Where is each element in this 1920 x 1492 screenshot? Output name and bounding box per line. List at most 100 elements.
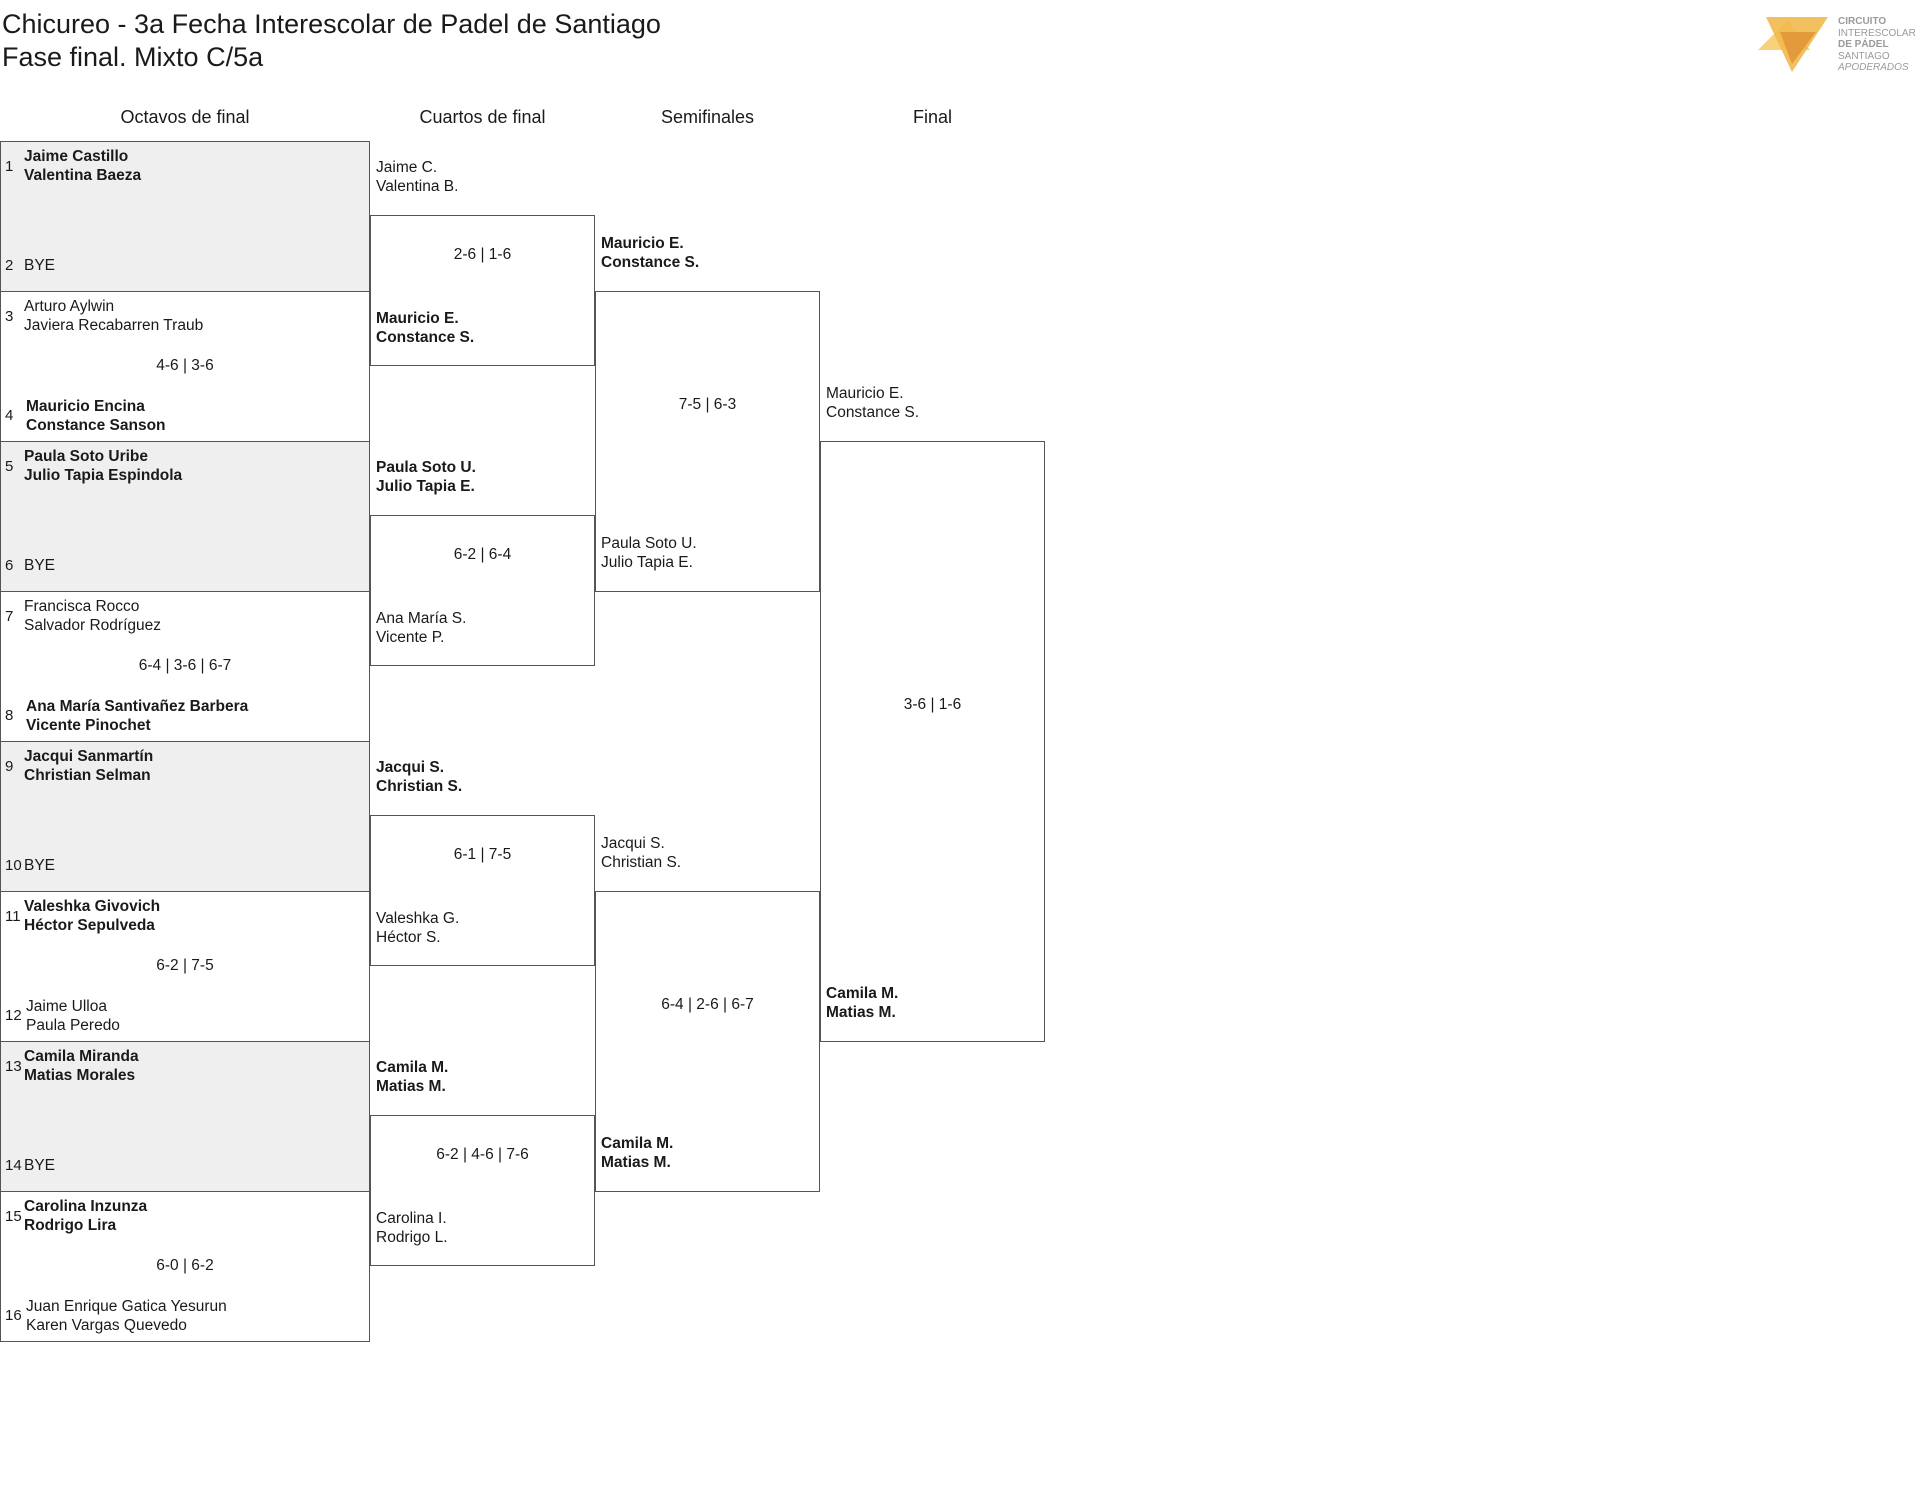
player-name: Paula Peredo — [26, 1017, 120, 1034]
match-box-semifinal — [595, 891, 820, 1192]
team-b: Mauricio E. Constance S. — [376, 309, 474, 347]
page-subtitle: Fase final. Mixto C/5a — [2, 42, 264, 72]
match-score: 6-2 | 6-4 — [453, 546, 512, 563]
seed-number: 2 — [5, 257, 14, 274]
match-box-octavos — [0, 741, 370, 892]
seed-number: 6 — [5, 557, 14, 574]
match-score: 6-1 | 7-5 — [453, 846, 512, 863]
seed-number: 12 — [5, 1007, 22, 1024]
player-name: Mauricio E. — [826, 385, 904, 402]
seed-number: 9 — [5, 758, 14, 775]
player-name: Mauricio Encina — [26, 398, 145, 415]
player-name: Valentina Baeza — [24, 167, 142, 184]
player-name: Matias Morales — [24, 1067, 136, 1084]
team-a: Mauricio E.Constance S. — [601, 234, 699, 272]
player-name: Ana María Santivañez Barbera — [26, 698, 249, 715]
seed-number: 8 — [5, 707, 14, 724]
player-name: Julio Tapia E. — [601, 554, 693, 571]
player-name: Héctor S. — [376, 929, 441, 946]
match-score: 7-5 | 6-3 — [678, 396, 737, 413]
player-name: Ana María S. — [376, 610, 467, 627]
team-a: Jacqui S.Christian S. — [601, 834, 681, 872]
player-name: Jacqui Sanmartín — [24, 748, 154, 765]
player-name: Jaime Castillo — [24, 148, 129, 165]
player-name: Camila M. — [601, 1135, 674, 1152]
player-name: Mauricio E. — [376, 310, 459, 327]
match-box-cuartos — [370, 1115, 595, 1266]
match-score: 6-4 | 2-6 | 6-7 — [661, 996, 754, 1013]
player-name: Camila M. — [376, 1059, 449, 1076]
match-score: 6-4 | 3-6 | 6-7 — [138, 657, 232, 674]
team-b: Ana María S. Vicente P. — [376, 609, 466, 647]
match-score: 6-0 | 6-2 — [156, 1257, 214, 1274]
player-name: Christian S. — [376, 778, 463, 795]
team-a: Camila M. Matias M. — [376, 1058, 448, 1096]
player-name: Rodrigo Lira — [24, 1217, 117, 1234]
round-header-final: Final — [912, 107, 952, 127]
seed-number: 4 — [5, 407, 14, 424]
player-name: Constance S. — [826, 404, 920, 421]
team-a: Paula Soto U.Julio Tapia E. — [376, 458, 476, 496]
seed-number: 15 — [5, 1208, 22, 1225]
match-box-cuartos — [370, 215, 595, 366]
player-name: Javiera Recabarren Traub — [24, 317, 204, 334]
player-name: Vicente Pinochet — [26, 717, 151, 734]
match-box-semifinal — [595, 291, 820, 592]
player-name: Salvador Rodríguez — [24, 617, 161, 634]
seed-number: 1 — [5, 158, 14, 175]
player-name: Christian Selman — [24, 767, 151, 784]
player-name: Valeshka G. — [376, 910, 460, 927]
player-name: Karen Vargas Quevedo — [26, 1317, 187, 1334]
seed-number: 7 — [5, 608, 14, 625]
team-a: Jaime C.Valentina B. — [376, 158, 458, 196]
player-name: Constance Sanson — [26, 417, 166, 434]
player-name: Julio Tapia Espindola — [24, 467, 183, 484]
seed-number: 16 — [5, 1307, 22, 1324]
player-name: Jaime Ulloa — [26, 998, 107, 1015]
team-b: Carolina I.Rodrigo L. — [376, 1209, 448, 1247]
seed-number: 14 — [5, 1157, 22, 1174]
match-box-cuartos — [370, 815, 595, 966]
player-name: Juan Enrique Gatica Yesurun — [26, 1298, 227, 1315]
seed-number: 5 — [5, 458, 14, 475]
bye-label: BYE — [24, 1157, 56, 1174]
bye-label: BYE — [24, 857, 56, 874]
player-name: Christian S. — [601, 854, 682, 871]
team-a: Mauricio E. Constance S. — [826, 384, 919, 422]
team-a: Jacqui S. Christian S. — [376, 758, 462, 796]
page-title: Chicureo - 3a Fecha Interescolar de Pade… — [2, 9, 661, 39]
player-name: Valeshka Givovich — [24, 898, 161, 915]
player-name: Constance S. — [376, 329, 475, 346]
seed-number: 3 — [5, 308, 14, 325]
player-name: Héctor Sepulveda — [24, 917, 155, 934]
player-name: Rodrigo L. — [376, 1229, 448, 1246]
match-box-octavos — [0, 141, 370, 292]
circuit-logo: CIRCUITO INTERESCOLAR DE PÁDEL SANTIAGO … — [1758, 14, 1920, 76]
round-header-cuartos: Cuartos de final — [419, 107, 546, 127]
player-name: Carolina Inzunza — [24, 1198, 148, 1215]
player-name: Camila M. — [826, 985, 899, 1002]
bye-label: BYE — [24, 257, 56, 274]
match-box-octavos — [0, 441, 370, 592]
player-name: Francisca Rocco — [24, 598, 140, 615]
player-name: Matias M. — [376, 1078, 446, 1095]
player-name: Jacqui S. — [376, 759, 445, 776]
player-name: Vicente P. — [376, 629, 445, 646]
match-score: 6-2 | 4-6 | 7-6 — [436, 1146, 529, 1163]
team-b: Camila M. Matias M. — [826, 984, 898, 1022]
player-name: Matias M. — [826, 1004, 896, 1021]
player-name: Paula Soto U. — [601, 535, 697, 552]
match-score: 2-6 | 1-6 — [453, 246, 512, 263]
